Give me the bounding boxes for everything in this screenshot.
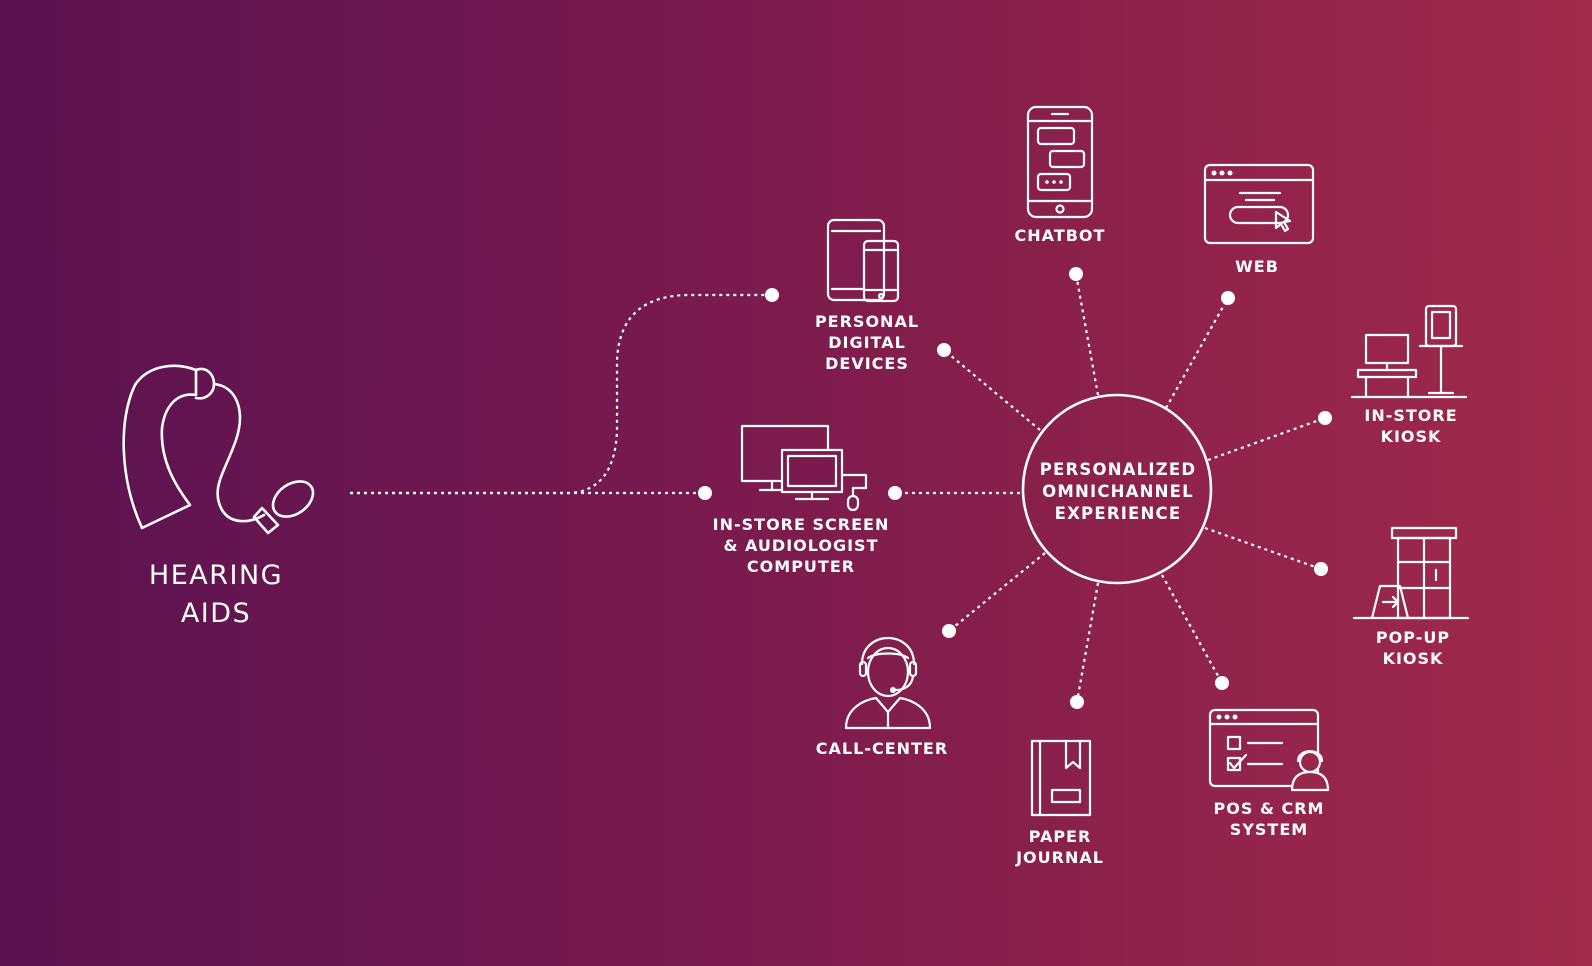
notebook-icon bbox=[1030, 739, 1092, 817]
in-store-kiosk-label-line-1: IN-STORE bbox=[1364, 406, 1457, 425]
web-label: WEB bbox=[1235, 257, 1279, 276]
headset-agent-icon bbox=[844, 636, 932, 730]
call-center-label: CALL-CENTER bbox=[816, 739, 948, 758]
connector-hearing-aids-to-personal-devices bbox=[350, 293, 772, 495]
channel-in-store-kiosk: IN-STORE KIOSK bbox=[1350, 304, 1468, 446]
personal-devices-label-line-2: DIGITAL bbox=[828, 333, 906, 352]
personal-devices-label-line-3: DEVICES bbox=[825, 354, 909, 373]
channel-pop-up-kiosk: POP-UP KIOSK bbox=[1352, 526, 1470, 668]
pos-crm-label-line-2: SYSTEM bbox=[1230, 820, 1308, 839]
chat-phone-icon bbox=[1026, 105, 1094, 219]
hub-label-line-2: OMNICHANNEL bbox=[1042, 482, 1194, 501]
hearing-aid-icon bbox=[122, 364, 315, 535]
hearing-aids-node: HEARING AIDS bbox=[122, 364, 315, 629]
channel-in-store-screen: IN-STORE SCREEN & AUDIOLOGIST COMPUTER bbox=[713, 424, 890, 576]
personal-devices-label-line-1: PERSONAL bbox=[815, 312, 919, 331]
channel-web: WEB bbox=[1203, 163, 1315, 276]
browser-window-icon bbox=[1203, 163, 1315, 245]
pos-crm-label-line-1: POS & CRM bbox=[1214, 799, 1325, 818]
pop-up-kiosk-label-line-2: KIOSK bbox=[1383, 649, 1444, 668]
chatbot-label: CHATBOT bbox=[1015, 226, 1106, 245]
tablet-phone-icon bbox=[826, 218, 900, 303]
channel-personal-digital-devices: PERSONAL DIGITAL DEVICES bbox=[815, 218, 919, 373]
channel-call-center: CALL-CENTER bbox=[816, 636, 948, 758]
in-store-screen-label-line-3: COMPUTER bbox=[747, 557, 855, 576]
pop-up-kiosk-label-line-1: POP-UP bbox=[1376, 628, 1450, 647]
crm-window-icon bbox=[1208, 708, 1330, 792]
connector-dot bbox=[765, 288, 779, 302]
connector-dot bbox=[698, 486, 712, 500]
hearing-aids-label-line-1: HEARING bbox=[149, 560, 283, 591]
hub-spokes bbox=[895, 273, 1326, 703]
channel-pos-crm: POS & CRM SYSTEM bbox=[1208, 708, 1330, 839]
hearing-aids-label-line-2: AIDS bbox=[181, 598, 251, 629]
hub-label-line-3: EXPERIENCE bbox=[1055, 504, 1182, 523]
in-store-kiosk-label-line-2: KIOSK bbox=[1381, 427, 1442, 446]
hub-label-line-1: PERSONALIZED bbox=[1040, 460, 1197, 479]
popup-kiosk-icon bbox=[1352, 526, 1470, 620]
hub-node: PERSONALIZED OMNICHANNEL EXPERIENCE bbox=[1021, 393, 1213, 585]
in-store-screen-label-line-1: IN-STORE SCREEN bbox=[713, 515, 890, 534]
paper-journal-label-line-2: JOURNAL bbox=[1015, 848, 1104, 867]
channel-paper-journal: PAPER JOURNAL bbox=[1015, 739, 1104, 867]
in-store-screen-label-line-2: & AUDIOLOGIST bbox=[724, 536, 879, 555]
paper-journal-label-line-1: PAPER bbox=[1029, 827, 1092, 846]
channel-chatbot: CHATBOT bbox=[1015, 105, 1106, 245]
kiosk-icon bbox=[1350, 304, 1468, 399]
spoke-dots bbox=[888, 267, 1332, 709]
computer-screens-icon bbox=[740, 424, 868, 512]
